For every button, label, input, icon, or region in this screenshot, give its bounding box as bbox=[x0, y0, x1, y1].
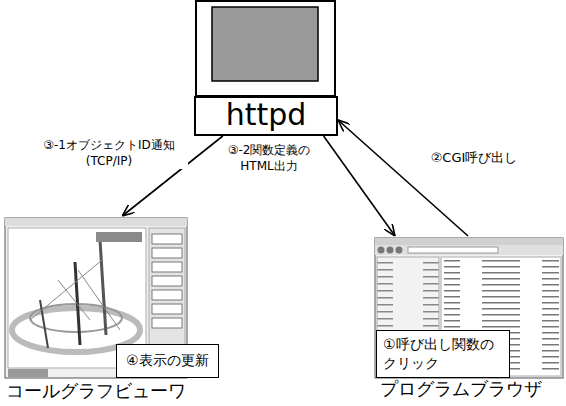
toolbar-icon bbox=[387, 247, 394, 254]
arrow-connector bbox=[338, 120, 468, 236]
caption: コールグラフビューワ bbox=[6, 380, 186, 402]
address-bar bbox=[408, 247, 498, 253]
graph-bar bbox=[100, 240, 106, 335]
toolbar bbox=[375, 245, 563, 255]
graph-edge bbox=[30, 260, 102, 320]
menu-bar bbox=[375, 238, 563, 245]
edge-label: ②CGI呼び出し bbox=[412, 150, 536, 167]
panel-button bbox=[152, 318, 182, 328]
node-label: ①呼び出し関数のクリック bbox=[383, 335, 503, 373]
toolbar-icon bbox=[378, 247, 385, 254]
caption: プログラムブラウザ bbox=[380, 378, 542, 400]
status-bar bbox=[8, 369, 48, 377]
edge-label: ③-1オブジェクトID通知 (TCP/IP) bbox=[30, 138, 188, 169]
viewer-panel: コールグラフビューワ ④表示の更新 bbox=[4, 216, 219, 404]
toolbar-icon bbox=[396, 247, 403, 254]
node-label: ④表示の更新 bbox=[126, 352, 209, 370]
graph-edge bbox=[78, 270, 120, 330]
callout-box: ④表示の更新 bbox=[116, 344, 219, 378]
panel-button bbox=[152, 262, 182, 272]
server-box: httpd bbox=[194, 96, 338, 136]
monitor-screen bbox=[212, 7, 318, 81]
edge-label: ③-2関数定義の HTML出力 bbox=[216, 143, 322, 174]
graph-bar bbox=[75, 262, 80, 345]
monitor bbox=[196, 1, 335, 96]
node-label: httpd bbox=[196, 100, 336, 130]
monitor-bezel bbox=[196, 1, 335, 96]
browser-panel: プログラムブラウザ ①呼び出し関数のクリック bbox=[372, 236, 564, 404]
menu-bar bbox=[5, 218, 187, 226]
graph-bar bbox=[40, 300, 48, 348]
panel-button bbox=[152, 290, 182, 300]
window-frame bbox=[375, 238, 563, 378]
graph-edge bbox=[58, 280, 90, 320]
browser-screenshot bbox=[375, 238, 563, 378]
panel-button bbox=[152, 276, 182, 286]
callout-box: ①呼び出し関数のクリック bbox=[376, 330, 510, 378]
panel-button bbox=[152, 234, 182, 244]
panel-button bbox=[152, 304, 182, 314]
arrow-connector bbox=[324, 136, 395, 236]
graph-label bbox=[96, 232, 142, 242]
panel-button bbox=[152, 248, 182, 258]
